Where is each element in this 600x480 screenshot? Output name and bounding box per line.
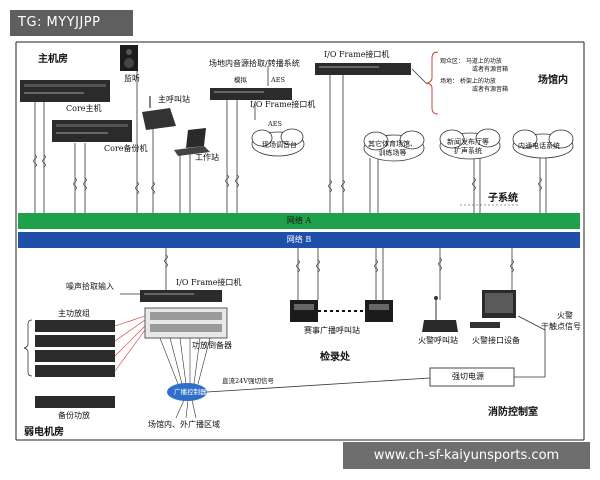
race-call-label: 赛事广播呼叫站 [304, 326, 360, 335]
core-backup-device [52, 120, 132, 142]
zones-label: 场馆内、外广播区域 [148, 420, 220, 429]
noise-input-label: 噪声拾取输入 [66, 282, 114, 291]
monitor-speaker [120, 45, 138, 71]
note-line-2: 或者有源音箱 [472, 66, 509, 74]
inspection-label: 检录处 [320, 352, 350, 363]
note-brace [426, 51, 439, 115]
press-room-label: 新闻发布厅等 扩声系统 [447, 138, 489, 156]
aes-label-2: AES [268, 120, 282, 128]
note-line-1: 观众区： 马道上的功放 [440, 58, 502, 65]
cable-coils [33, 154, 542, 273]
fire-alarm-label-1: 火警 [557, 311, 573, 320]
workstation-label: 工作站 [195, 153, 219, 162]
core-host-device [20, 80, 110, 102]
source-pickup-title: 场地内音源拾取/转播系统 [209, 59, 300, 68]
workstation-laptop [174, 128, 210, 156]
amp-group-brace [23, 319, 33, 377]
press-room-cloud [439, 128, 501, 160]
main-call-station-device [142, 96, 176, 130]
frame-device-1 [210, 88, 292, 100]
aes-label-1: AES [271, 76, 285, 84]
intercom-label: 内通电话系统 [518, 142, 560, 150]
console-cloud [251, 128, 305, 157]
fire-room-label: 消防控制室 [488, 407, 538, 418]
backup-amp-label: 备份功放 [58, 411, 90, 420]
frame3-label: I/O Frame接口机 [176, 278, 242, 287]
watermark-bottom: www.ch-sf-kaiyunsports.com [343, 442, 590, 469]
amp-switcher-label: 功放倒备器 [192, 341, 232, 350]
intercom-cloud [512, 129, 574, 159]
fire-interface-label: 火警接口设备 [472, 336, 520, 345]
frame-device-2 [315, 63, 411, 75]
note-line-4: 或者有源音箱 [472, 86, 509, 94]
amp-switcher-device [144, 307, 228, 339]
fire-call-station [422, 296, 458, 332]
press-room-line-1: 新闻发布厅等 [447, 138, 489, 146]
fire-call-label: 火警呼叫站 [418, 336, 458, 345]
note-connector [411, 68, 428, 85]
main-call-station-label: 主呼叫站 [158, 95, 190, 104]
network-a-label: 网络 A [286, 216, 312, 225]
network-a-band [18, 213, 580, 229]
race-call-station-left [290, 300, 318, 322]
broadcast-control-label: 广播控制器 [174, 388, 207, 396]
other-venues-line-1: 其它体育场馆、 [368, 140, 417, 148]
race-call-station-right [365, 300, 393, 322]
console-label: 现场调音台 [262, 141, 297, 149]
watermark-top: TG: MYYJJPP [10, 10, 133, 36]
dc-signal-label: 直流24V强切信号 [222, 377, 274, 385]
broadcast-control-node [167, 383, 207, 401]
amp-switch-wires [114, 315, 146, 372]
monitor-label: 监听 [124, 74, 140, 83]
subsystem-label: 子系统 [488, 193, 518, 204]
press-room-line-2: 扩声系统 [454, 146, 482, 155]
frame1-label: I/O Frame接口机 [250, 100, 316, 109]
note-line-3: 场地： 桥架上的功放 [440, 78, 496, 86]
other-venues-line-2: 训练场等 [378, 148, 407, 157]
venue-note: 观众区： 马道上的功放 或者有源音箱 场地： 桥架上的功放 或者有源音箱 [440, 58, 535, 116]
switcher-output-wires [159, 337, 211, 419]
weak-room-label: 弱电机房 [24, 427, 64, 438]
main-room-label: 主机房 [38, 54, 68, 65]
frame-device-3 [140, 290, 222, 302]
other-venues-cloud [363, 130, 425, 162]
other-venues-label: 其它体育场馆、 训练场等 [368, 140, 417, 158]
fire-alarm-label-2: 干触点信号 [541, 322, 581, 331]
analog-label: 模拟 [234, 76, 247, 84]
fire-interface-pc [470, 290, 516, 328]
backup-amp-device [35, 396, 115, 408]
network-b-label: 网络 B [286, 235, 312, 244]
cut-power-label: 强切电源 [452, 372, 484, 381]
dc-signal-line [206, 377, 431, 393]
network-b-band [18, 232, 580, 248]
frame2-label: I/O Frame接口机 [324, 50, 390, 59]
fire-alarm-line-c [517, 315, 546, 331]
main-amp-group [35, 320, 115, 377]
core-backup-label: Core备份机 [104, 144, 148, 153]
main-amp-label: 主功放组 [58, 309, 90, 318]
core-host-label: Core主机 [66, 104, 102, 113]
venue-inside-label: 场馆内 [538, 75, 568, 86]
